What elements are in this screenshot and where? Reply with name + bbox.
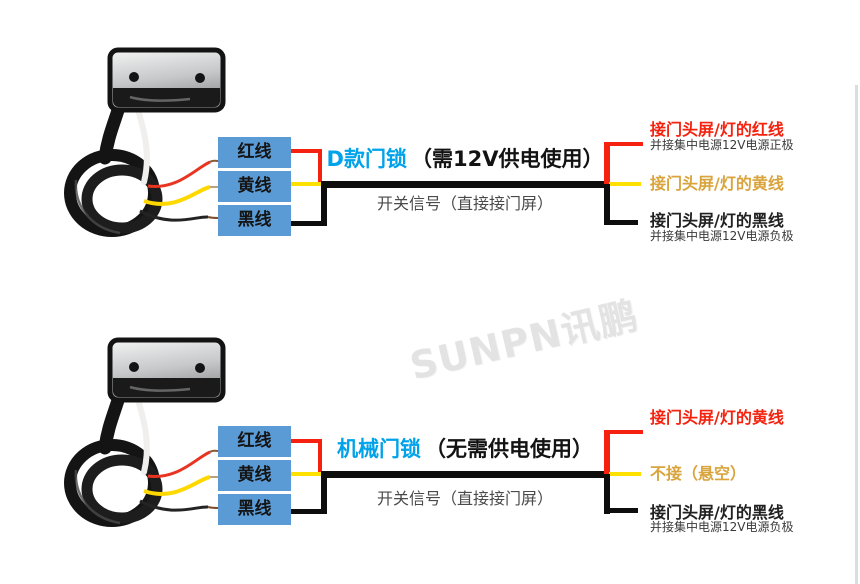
signal-caption: 开关信号（直接接门屏） bbox=[376, 194, 553, 213]
red-wire-line bbox=[318, 439, 322, 475]
connection-label-black: 接门头屏/灯的黑线 bbox=[650, 503, 784, 522]
signal-caption: 开关信号（直接接门屏） bbox=[376, 489, 553, 508]
yellow-wire-line bbox=[291, 182, 322, 186]
diagram-title: D款门锁（需12V供电使用） bbox=[321, 147, 609, 172]
black-wire-line bbox=[604, 184, 610, 225]
power-requirement-note: （无需供电使用） bbox=[425, 437, 593, 461]
wire-tag-yellow: 黄线 bbox=[218, 171, 291, 202]
signal-trunk-line bbox=[321, 471, 609, 478]
wire-tag-red: 红线 bbox=[218, 137, 291, 168]
wire-tag-yellow: 黄线 bbox=[218, 460, 291, 491]
black-wire-line bbox=[321, 474, 327, 514]
red-wire-line bbox=[604, 430, 610, 475]
red-wire-line bbox=[604, 142, 610, 186]
signal-trunk-line bbox=[321, 181, 609, 188]
black-wire-line bbox=[291, 509, 327, 514]
black-wire-line bbox=[604, 220, 638, 225]
red-wire-line bbox=[291, 149, 322, 153]
yellow-wire-line bbox=[291, 472, 322, 476]
door-lock-photo bbox=[60, 330, 230, 540]
wire-tag-black: 黑线 bbox=[218, 494, 291, 525]
lock-model-name: D款门锁 bbox=[326, 147, 407, 171]
red-wire-line bbox=[318, 149, 322, 186]
door-lock-photo bbox=[60, 40, 230, 250]
connection-sublabel: 并接集中电源12V电源正极 bbox=[650, 138, 794, 152]
black-wire-line bbox=[604, 474, 610, 514]
yellow-wire-line bbox=[609, 182, 641, 186]
connection-sublabel: 并接集中电源12V电源负极 bbox=[650, 229, 794, 243]
diagram-title: 机械门锁（无需供电使用） bbox=[321, 437, 609, 462]
brand-watermark: SUNPN讯鹏 bbox=[405, 293, 643, 389]
black-wire-line bbox=[321, 184, 327, 226]
red-wire-line bbox=[604, 142, 643, 146]
wire-tag-red: 红线 bbox=[218, 426, 291, 457]
connection-label-yellow: 接门头屏/灯的黄线 bbox=[650, 174, 784, 193]
connection-sublabel: 并接集中电源12V电源负极 bbox=[650, 520, 794, 534]
power-requirement-note: （需12V供电使用） bbox=[410, 147, 604, 171]
red-wire-line bbox=[291, 439, 322, 443]
yellow-wire-line bbox=[609, 472, 641, 476]
red-wire-line bbox=[604, 430, 643, 434]
black-wire-line bbox=[604, 508, 638, 513]
connection-label-red: 接门头屏/灯的红线 bbox=[650, 120, 784, 139]
connection-label-yellow: 不接（悬空） bbox=[650, 464, 747, 483]
lock-model-name: 机械门锁 bbox=[337, 437, 421, 461]
black-wire-line bbox=[291, 221, 327, 226]
connection-label-black: 接门头屏/灯的黑线 bbox=[650, 211, 784, 230]
connection-label-red: 接门头屏/灯的黄线 bbox=[650, 408, 784, 427]
wire-tag-black: 黑线 bbox=[218, 205, 291, 236]
right-edge-line bbox=[855, 85, 858, 584]
